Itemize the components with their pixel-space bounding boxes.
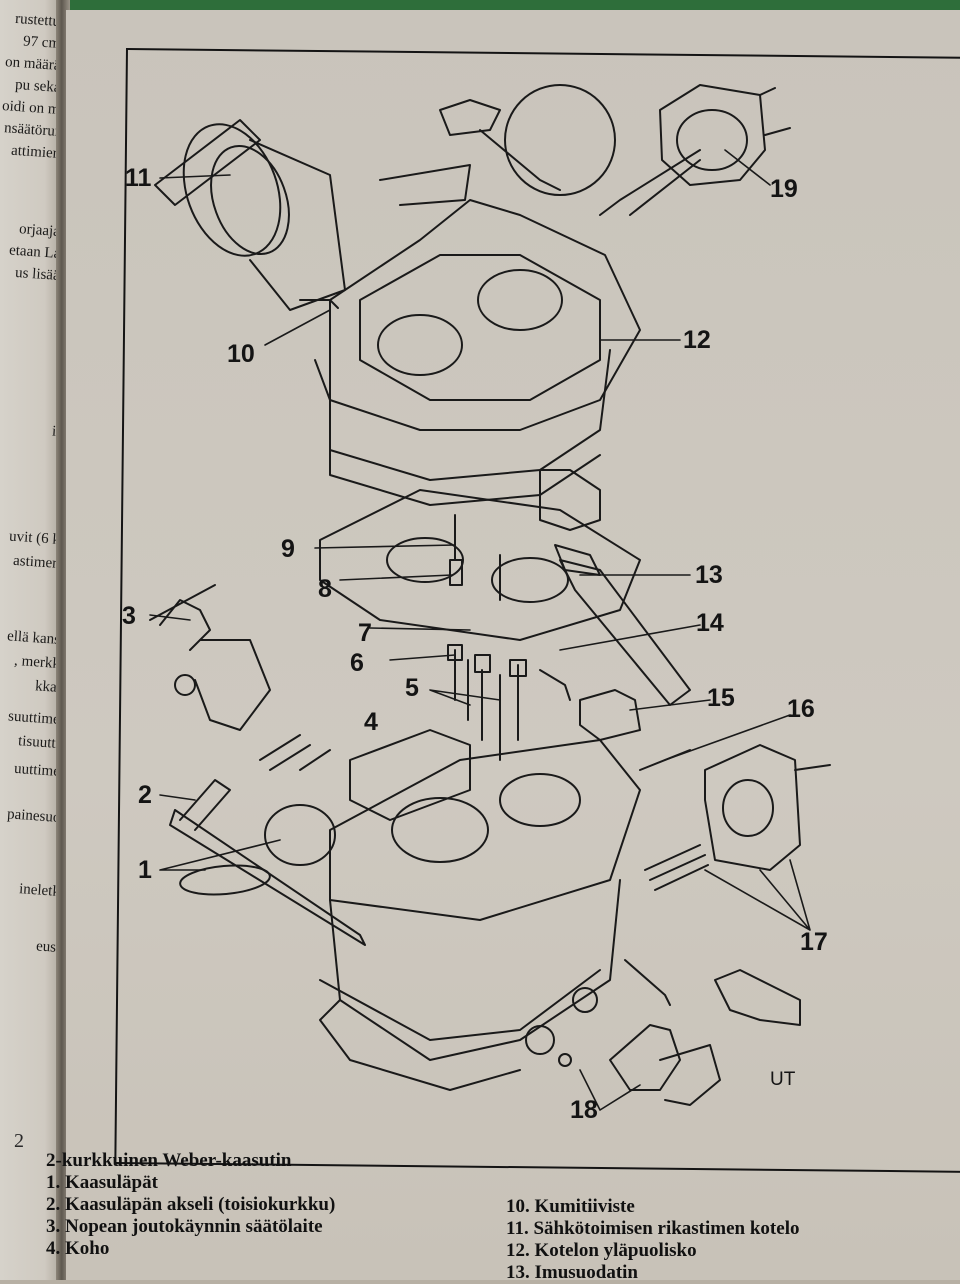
throttle-shaft-part bbox=[169, 734, 366, 946]
caption-item: 11. Sähkötoimisen rikastimen kotelo bbox=[506, 1218, 800, 1239]
main-body-part bbox=[319, 729, 671, 1091]
caption-item: 10. Kumitiiviste bbox=[506, 1196, 635, 1217]
diaphragm-part-19 bbox=[599, 84, 791, 216]
callout-16: 16 bbox=[787, 695, 815, 723]
fast-idle-lever-part bbox=[149, 584, 271, 731]
callout-3: 3 bbox=[122, 602, 136, 630]
accelerator-pump-part bbox=[639, 744, 831, 891]
callout-9: 9 bbox=[281, 535, 295, 563]
throttle-plates-part bbox=[179, 804, 336, 896]
ut-mark: UT bbox=[770, 1069, 796, 1090]
caption-item: 4. Koho bbox=[46, 1238, 110, 1259]
callout-10: 10 bbox=[227, 340, 255, 368]
left-page: rustettu 97 cm on määrä pu seka oidi on … bbox=[0, 0, 64, 1280]
caption-item: 3. Nopean joutokäynnin säätölaite bbox=[46, 1216, 323, 1237]
callout-12: 12 bbox=[683, 326, 711, 354]
callout-17: 17 bbox=[800, 928, 828, 956]
caption-left-column: 2-kurkkuinen Weber-kaasutin 1. Kaasuläpä… bbox=[46, 1150, 335, 1260]
leader-lines bbox=[149, 149, 811, 1111]
choke-housing-part bbox=[154, 119, 346, 311]
upper-linkage-part bbox=[379, 84, 616, 206]
jets-part bbox=[447, 514, 527, 761]
caption-item: 12. Kotelon yläpuolisko bbox=[506, 1240, 697, 1261]
callout-15: 15 bbox=[707, 684, 735, 712]
carburettor-exploded-diagram bbox=[149, 84, 831, 1111]
callout-8: 8 bbox=[318, 575, 332, 603]
callout-1: 1 bbox=[138, 856, 152, 884]
caption-item: 2. Kaasuläpän akseli (toisiokurkku) bbox=[46, 1194, 336, 1215]
callout-11: 11 bbox=[125, 164, 152, 192]
gasket-part bbox=[319, 489, 641, 641]
callout-13: 13 bbox=[695, 561, 723, 589]
callout-4: 4 bbox=[364, 708, 378, 736]
solenoid-part bbox=[539, 669, 641, 741]
caption-right-column: 10. Kumitiiviste 11. Sähkötoimisen rikas… bbox=[506, 1196, 799, 1284]
right-page bbox=[66, 10, 960, 1280]
top-cover-part bbox=[314, 199, 641, 531]
callout-19: 19 bbox=[770, 175, 798, 203]
callout-14: 14 bbox=[696, 609, 724, 637]
callout-7: 7 bbox=[358, 619, 372, 647]
filter-part bbox=[554, 544, 691, 706]
callout-18: 18 bbox=[570, 1096, 598, 1124]
lever-18-part bbox=[558, 969, 801, 1106]
caption-item: 13. Imusuodatin bbox=[506, 1262, 638, 1283]
caption-title: 2-kurkkuinen Weber-kaasutin bbox=[46, 1150, 292, 1171]
callout-5: 5 bbox=[405, 674, 419, 702]
page-number: 2 bbox=[14, 1130, 24, 1152]
caption-item: 1. Kaasuläpät bbox=[46, 1172, 158, 1193]
callout-6: 6 bbox=[350, 649, 364, 677]
callout-2: 2 bbox=[138, 781, 152, 809]
